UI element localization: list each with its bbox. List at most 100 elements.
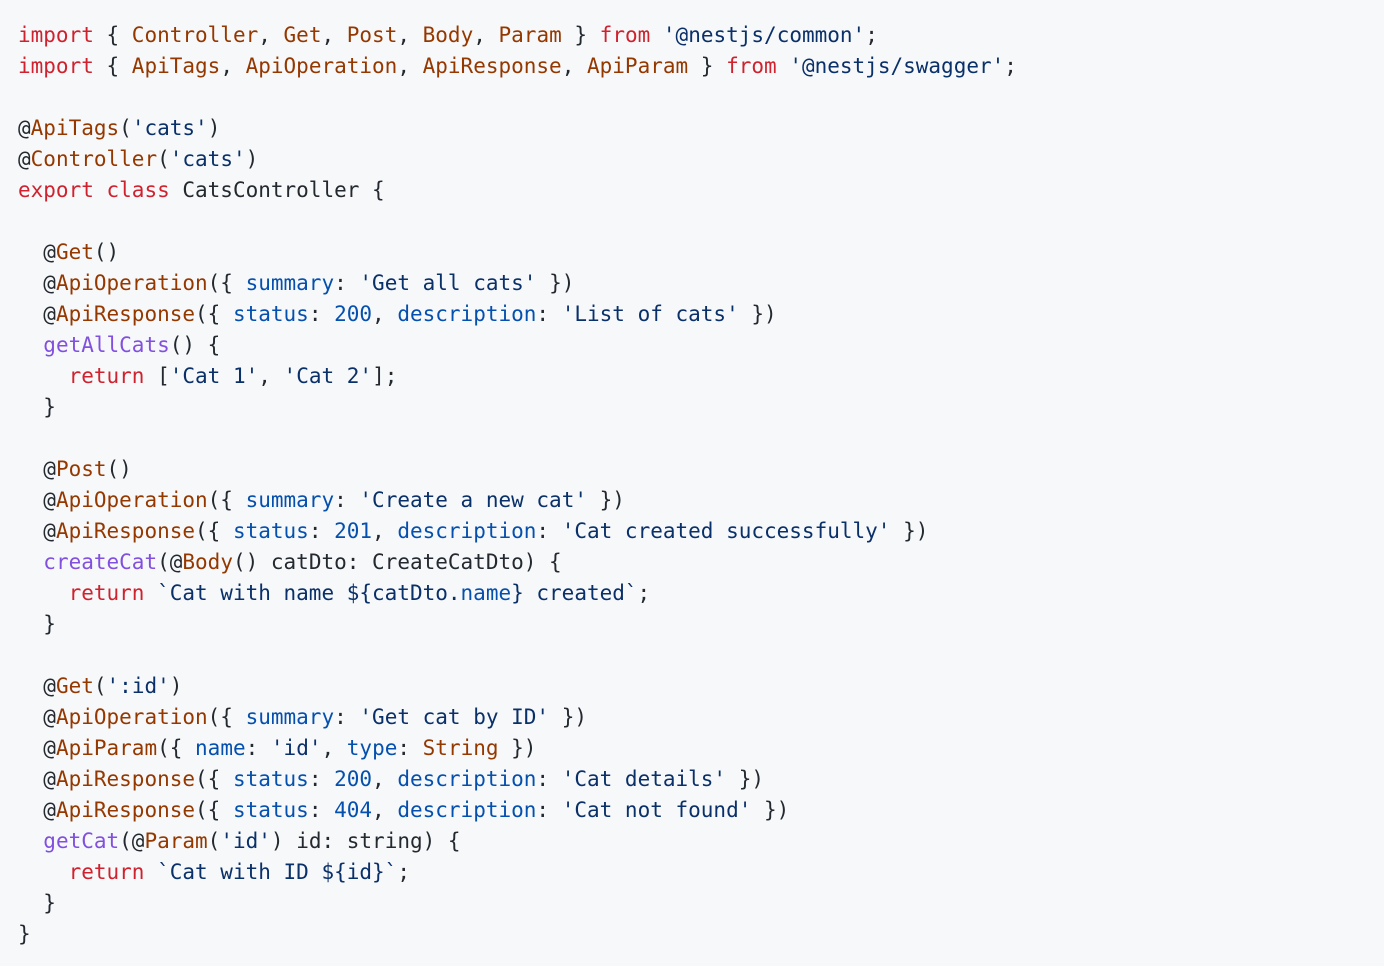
code-token-string: 'id' (270, 736, 322, 760)
code-token-entity: Controller (131, 23, 259, 47)
code-token-entity: ApiResponse (55, 519, 196, 543)
code-token-string: '@nestjs/common' (662, 23, 866, 47)
code-token-string: '@nestjs/swagger' (789, 54, 1005, 78)
code-token-plain: : (536, 798, 562, 822)
code-token-plain: ({ (207, 488, 246, 512)
code-line: createCat(@Body() catDto: CreateCatDto) … (18, 547, 1366, 578)
code-line (18, 206, 1366, 237)
code-token-plain: }) (586, 488, 625, 512)
code-token-entity: Controller (30, 147, 158, 171)
code-token-entity: ApiResponse (55, 302, 196, 326)
code-token-plain: } (688, 54, 727, 78)
code-token-plain: ({ (195, 767, 233, 791)
code-token-plain: : (308, 798, 335, 822)
code-token-plain: }) (726, 767, 765, 791)
code-line: @ApiResponse({ status: 200, description:… (18, 299, 1366, 330)
code-token-entity: ApiResponse (55, 798, 196, 822)
code-token-plain: ; (637, 581, 651, 605)
code-line (18, 82, 1366, 113)
code-token-plain: , (372, 767, 398, 791)
code-token-plain: @ (18, 271, 56, 295)
code-token-plain: : (245, 736, 271, 760)
code-token-entity: Post (55, 457, 107, 481)
code-line: } (18, 392, 1366, 423)
code-token-plain: { (93, 54, 132, 78)
code-token-string: ':id' (106, 674, 170, 698)
code-token-plain: , (321, 736, 347, 760)
code-token-constant: description (397, 302, 537, 326)
code-token-plain: () { (169, 333, 221, 357)
code-token-entity: Body (422, 23, 474, 47)
code-token-entity: ApiOperation (55, 705, 208, 729)
code-token-plain: @ (18, 116, 31, 140)
code-token-plain: } (18, 891, 56, 915)
code-token-plain: @ (18, 705, 56, 729)
code-token-plain: @ (18, 736, 56, 760)
code-token-entity: ApiParam (55, 736, 158, 760)
code-token-plain: ( (119, 116, 132, 140)
code-token-plain: [ (144, 364, 170, 388)
code-token-plain: @ (18, 488, 56, 512)
code-token-string: 'Cat created successfully' (561, 519, 891, 543)
code-token-plain (18, 829, 43, 853)
code-token-plain (777, 54, 790, 78)
code-token-plain: }) (751, 798, 790, 822)
code-token-function: createCat (43, 550, 158, 574)
code-token-plain: : (334, 271, 360, 295)
code-token-plain: ( (157, 147, 170, 171)
code-token-plain: : (308, 519, 335, 543)
code-token-plain: : (334, 488, 360, 512)
code-token-plain: , (220, 54, 246, 78)
code-token-plain: CatsController { (169, 178, 385, 202)
code-token-plain: @ (18, 147, 31, 171)
code-token-plain: ) (245, 147, 259, 171)
code-token-keyword: from (726, 54, 777, 78)
code-line: getCat(@Param('id') id: string) { (18, 826, 1366, 857)
code-token-keyword: class (106, 178, 170, 202)
code-line: @Post() (18, 454, 1366, 485)
code-token-plain: : (308, 767, 335, 791)
code-token-plain: ({ (157, 736, 196, 760)
code-token-plain: ({ (195, 302, 233, 326)
code-token-plain: @ (18, 674, 56, 698)
code-token-plain: ; (865, 23, 878, 47)
code-token-string: 'Create a new cat' (359, 488, 587, 512)
code-line: import { ApiTags, ApiOperation, ApiRespo… (18, 51, 1366, 82)
code-line: @Get() (18, 237, 1366, 268)
code-token-constant: 200 (334, 767, 373, 791)
code-token-plain: , (372, 519, 398, 543)
code-line: @Controller('cats') (18, 144, 1366, 175)
code-token-plain: ({ (207, 705, 246, 729)
code-token-keyword: export (18, 178, 94, 202)
code-token-plain: @ (18, 798, 56, 822)
code-token-plain: , (258, 23, 284, 47)
code-token-plain: }) (536, 271, 575, 295)
code-token-string: 'id' (220, 829, 271, 853)
code-token-plain: ({ (207, 271, 246, 295)
code-token-plain: , (321, 23, 347, 47)
code-token-plain: : (536, 767, 562, 791)
code-token-entity: ApiTags (131, 54, 221, 78)
code-line: @ApiOperation({ summary: 'Create a new c… (18, 485, 1366, 516)
code-token-plain (18, 581, 69, 605)
code-token-keyword: return (68, 364, 145, 388)
code-token-constant: status (232, 767, 309, 791)
code-token-plain: () catDto: CreateCatDto) { (232, 550, 562, 574)
code-token-plain: ( (207, 829, 221, 853)
code-token-plain: ({ (195, 519, 233, 543)
code-token-plain: }) (498, 736, 537, 760)
code-token-plain: , (397, 54, 423, 78)
code-token-string: 'cats' (169, 147, 246, 171)
code-token-plain: , (372, 798, 398, 822)
code-line: } (18, 919, 1366, 950)
code-token-plain: @ (18, 302, 56, 326)
code-token-string: 'Cat details' (561, 767, 727, 791)
code-token-string: 'Cat 2' (283, 364, 373, 388)
code-token-constant: type (346, 736, 398, 760)
code-token-plain: , (397, 23, 423, 47)
code-token-entity: ApiParam (587, 54, 689, 78)
code-token-plain (144, 860, 157, 884)
code-token-constant: status (232, 798, 309, 822)
code-token-plain: }) (890, 519, 929, 543)
